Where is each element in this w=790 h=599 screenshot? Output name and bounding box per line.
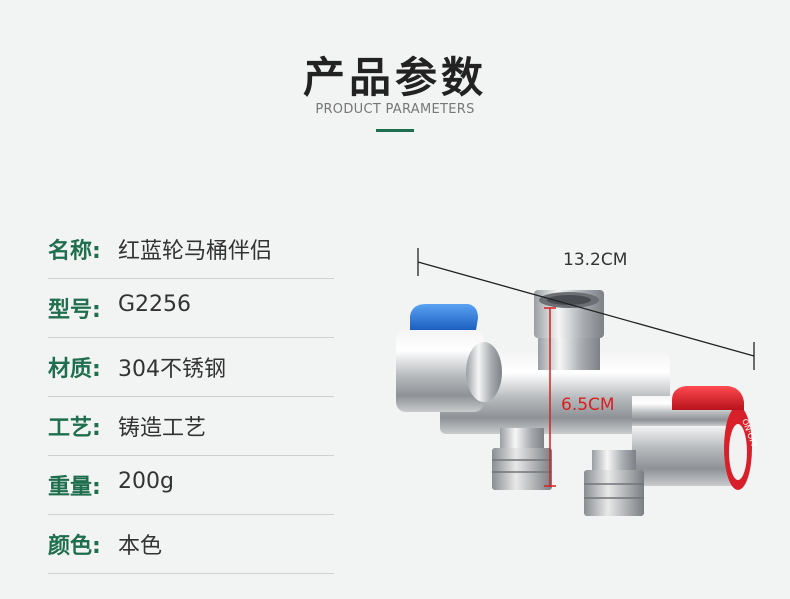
title-accent-line bbox=[376, 129, 414, 132]
param-value: 200g bbox=[118, 469, 174, 494]
left-outlet-pipe bbox=[500, 428, 544, 450]
width-dimension-label: 13.2CM bbox=[563, 250, 627, 270]
width-dimension-line bbox=[417, 261, 755, 357]
param-row-process: 工艺: 铸造工艺 bbox=[48, 396, 334, 456]
page-title: 产品参数 bbox=[302, 53, 487, 102]
param-label: 工艺: bbox=[48, 416, 101, 441]
page-subtitle: PRODUCT PARAMETERS bbox=[315, 102, 475, 117]
param-value: 铸造工艺 bbox=[118, 416, 207, 441]
param-value: G2256 bbox=[118, 292, 192, 317]
param-row-material: 材质: 304不锈钢 bbox=[48, 337, 334, 397]
param-label: 颜色: bbox=[48, 534, 101, 559]
param-value: 本色 bbox=[118, 534, 163, 559]
param-row-model: 型号: G2256 bbox=[48, 278, 334, 338]
product-image: ON·OFF 13.2CM 6.5CM bbox=[396, 248, 759, 516]
param-label: 材质: bbox=[48, 357, 101, 382]
blue-handle-icon bbox=[410, 304, 478, 330]
param-label: 名称: bbox=[48, 239, 101, 264]
left-collar bbox=[466, 342, 502, 402]
param-label: 重量: bbox=[48, 475, 101, 500]
param-label: 型号: bbox=[48, 298, 101, 323]
height-dimension-label: 6.5CM bbox=[561, 395, 615, 415]
param-row-weight: 重量: 200g bbox=[48, 455, 334, 515]
param-row-name: 名称: 红蓝轮马桶伴侣 bbox=[48, 219, 334, 279]
red-handle-icon bbox=[672, 386, 744, 410]
param-value: 304不锈钢 bbox=[118, 357, 226, 382]
param-row-color: 颜色: 本色 bbox=[48, 514, 334, 574]
left-outlet-thread bbox=[492, 448, 552, 490]
left-valve-cylinder bbox=[396, 330, 484, 412]
right-outlet-thread bbox=[584, 470, 644, 516]
param-value: 红蓝轮马桶伴侣 bbox=[118, 239, 273, 264]
